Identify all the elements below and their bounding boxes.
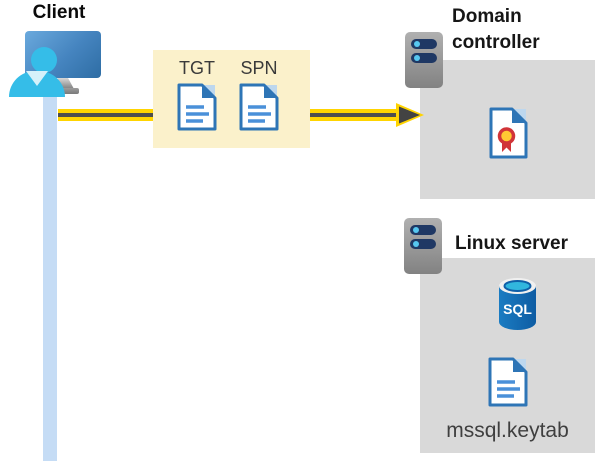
keytab-label: mssql.keytab — [446, 419, 569, 442]
keytab-document-icon — [488, 357, 528, 407]
tgt-label: TGT — [179, 58, 215, 78]
linux-server-title: Linux server — [455, 233, 568, 254]
token-box: TGT SPN — [153, 50, 310, 148]
certificate-icon — [489, 107, 528, 159]
server-led — [413, 241, 419, 247]
server-led — [414, 55, 420, 61]
server-led — [413, 227, 419, 233]
domain-controller-server-icon — [405, 32, 443, 88]
client-label: Client — [32, 2, 86, 23]
sql-label: SQL — [503, 301, 532, 317]
server-slot — [411, 39, 437, 49]
domain-controller-title: Domain controller — [452, 6, 540, 53]
spn-document-icon — [239, 83, 279, 131]
spn-token: SPN — [235, 57, 283, 131]
client-timeline-bar — [43, 90, 57, 461]
user-collar — [26, 71, 48, 86]
tgt-document-icon — [177, 83, 217, 131]
server-slot — [411, 53, 437, 63]
sql-database-icon: SQL — [499, 278, 536, 330]
spn-label: SPN — [240, 58, 278, 78]
user-icon — [31, 47, 57, 73]
server-slot — [410, 225, 436, 235]
server-led — [414, 41, 420, 47]
server-slot — [410, 239, 436, 249]
user-body — [9, 71, 65, 97]
linux-server-icon — [404, 218, 442, 274]
tgt-token: TGT — [173, 57, 221, 131]
